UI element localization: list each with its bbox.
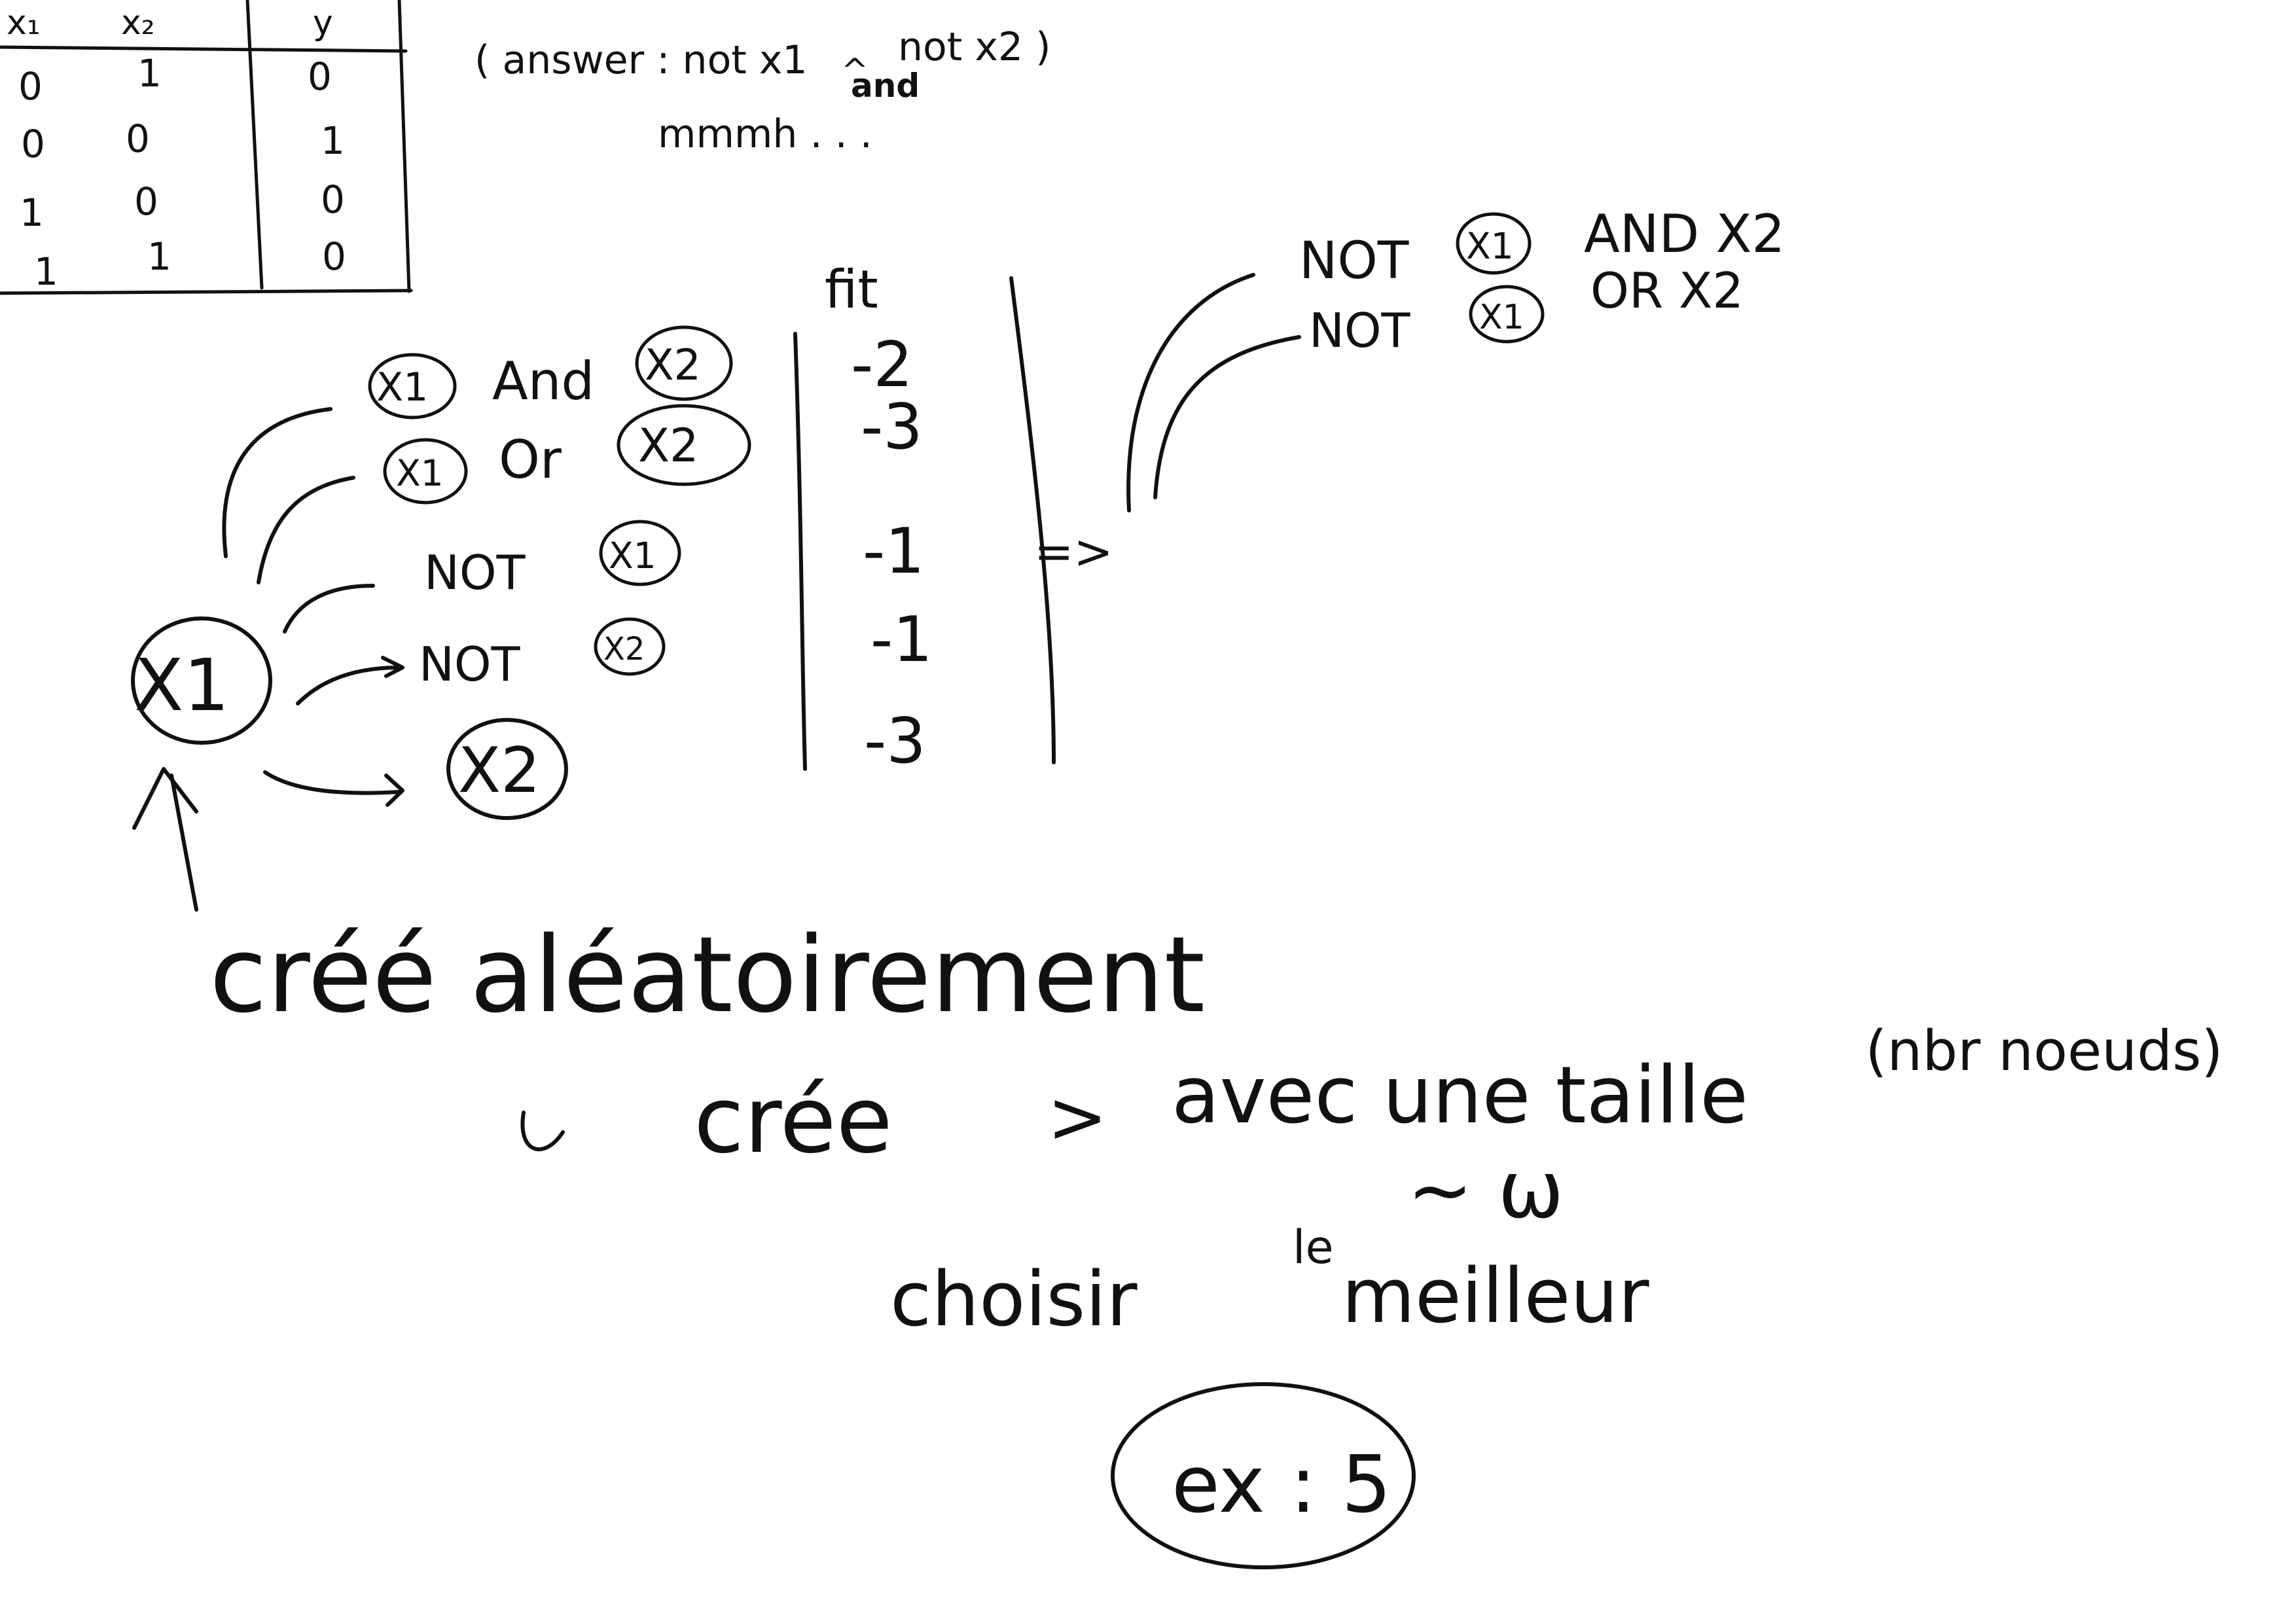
note-the: le	[1293, 1221, 1334, 1274]
bottom-notes: créé aléatoirement crée > avec une taill…	[209, 914, 2223, 1569]
up-arrow	[132, 767, 198, 912]
branch-curve-not-x2	[296, 656, 404, 705]
truth-table: x₁ x₂ y 0 1 0 0 0 1 1 0 0 1 1 0	[0, 0, 413, 295]
branch-not-x1-circle	[599, 520, 681, 586]
branch-not-x1-op: NOT	[424, 545, 526, 600]
branch-curve-and	[222, 407, 332, 558]
results: NOT X1 AND X2 NOT X1 OR X2	[1126, 204, 1785, 512]
note-best: meilleur	[1342, 1253, 1649, 1340]
branch-x2-circle	[446, 718, 568, 820]
branch-not-x1-var: X1	[609, 535, 656, 577]
branch-not-x2-circle	[594, 617, 666, 676]
result-1-var-circle	[1456, 212, 1532, 275]
truth-table-cell: 0	[308, 54, 332, 99]
result-2-op: NOT	[1309, 303, 1411, 358]
branch-or-left-circle	[383, 438, 468, 505]
truth-table-right-border	[397, 0, 411, 293]
branch-or-left-var: X1	[396, 452, 444, 494]
branch-or-right-var: X2	[638, 419, 699, 473]
fitness-column: fit -2 -3 -1 -1 -3	[793, 259, 1056, 777]
branch-x2-var: X2	[458, 735, 541, 807]
fitness-left-bar	[793, 332, 807, 771]
truth-table-bottom-border	[0, 289, 413, 295]
answer-caret: ^	[841, 52, 869, 90]
note-greater-than: >	[1047, 1075, 1107, 1159]
answer-inserted-and: and	[851, 67, 920, 105]
fitness-right-bar	[1009, 276, 1056, 764]
root-node-label: X1	[134, 643, 229, 727]
truth-table-header-x2: x₂	[121, 3, 155, 43]
branch-curve-x2	[263, 770, 404, 807]
answer-line: ( answer : not x1	[475, 37, 808, 83]
answer-tail: not x2 )	[898, 24, 1051, 70]
answer-musing: mmmh . . .	[658, 111, 872, 157]
truth-table-cell: 0	[18, 64, 43, 109]
truth-table-header-y: y	[313, 3, 333, 43]
implies-arrow: =>	[1034, 524, 1113, 579]
truth-table-cell: 0	[134, 179, 158, 224]
truth-table-cell: 1	[34, 249, 58, 294]
fitness-value: -2	[851, 329, 913, 401]
branch-and-left-var: X1	[376, 365, 428, 410]
branch-curve-or	[257, 476, 355, 584]
note-hook-arrow	[520, 1111, 565, 1152]
truth-table-cell: 1	[147, 234, 171, 279]
truth-table-header-x1: x₁	[7, 3, 41, 43]
result-curve-1	[1126, 273, 1255, 512]
truth-table-header-line	[0, 45, 408, 53]
fitness-value: -1	[870, 604, 933, 676]
root-node-circle	[131, 616, 272, 745]
fitness-value: -3	[861, 391, 923, 463]
truth-table-cell: 1	[321, 118, 345, 163]
note-create: crée	[694, 1067, 893, 1174]
result-1-op: NOT	[1299, 232, 1409, 291]
truth-table-cell: 0	[21, 122, 45, 166]
note-example: ex : 5	[1172, 1440, 1391, 1531]
expression-tree: X1 X1 And X2 X1 Or X2 NOT X1 NOT X2 X2	[131, 325, 751, 912]
branch-and-left-circle	[368, 353, 457, 419]
truth-table-cell: 0	[321, 177, 345, 222]
branch-curve-not-x1	[283, 584, 375, 633]
truth-table-divider	[245, 0, 264, 290]
example-circle	[1111, 1382, 1416, 1569]
result-2-var: X1	[1479, 298, 1524, 337]
fitness-value: -1	[863, 516, 925, 588]
result-1-var: X1	[1466, 225, 1514, 267]
truth-table-cell: 1	[137, 51, 162, 96]
result-2-var-circle	[1469, 285, 1545, 344]
branch-and-op: And	[492, 351, 594, 412]
note-with-size: avec une taille	[1172, 1050, 1748, 1141]
branch-not-x2-var: X2	[603, 631, 645, 668]
branch-and-right-var: X2	[645, 341, 701, 390]
note-tilde-omega: ~ ω	[1407, 1145, 1564, 1236]
result-2-rest: OR X2	[1590, 262, 1744, 319]
note-random-creation: créé aléatoirement	[209, 914, 1205, 1036]
fitness-label: fit	[825, 259, 878, 320]
branch-not-x2-op: NOT	[419, 637, 521, 692]
branch-and-right-circle	[635, 325, 733, 401]
truth-table-cell: 0	[126, 116, 150, 161]
result-curve-2	[1153, 335, 1301, 499]
note-node-count: (nbr noeuds)	[1865, 1019, 2223, 1084]
truth-table-cell: 0	[322, 234, 346, 279]
truth-table-cell: 1	[20, 190, 44, 235]
result-1-rest: AND X2	[1584, 204, 1785, 264]
branch-or-right-circle	[617, 404, 751, 486]
answer-note: ( answer : not x1 ^ and not x2 ) mmmh . …	[475, 24, 1051, 157]
fitness-value: -3	[864, 705, 926, 777]
note-choose: choisir	[890, 1256, 1138, 1344]
branch-or-op: Or	[499, 429, 562, 490]
